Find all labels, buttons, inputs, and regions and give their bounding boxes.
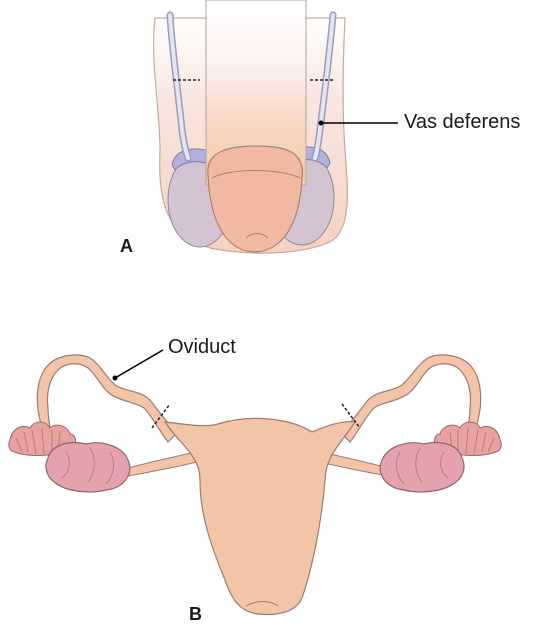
female-anatomy	[9, 355, 501, 615]
vas-deferens-label: Vas deferens	[404, 111, 520, 134]
male-anatomy	[154, 0, 348, 253]
oviduct-leader-dot	[113, 376, 118, 381]
oviduct-leader-line	[115, 350, 163, 378]
right-ovary	[380, 443, 464, 492]
left-ovary	[46, 443, 130, 492]
vas-deferens-leader-dot	[319, 121, 324, 126]
panel-a-label: A	[120, 236, 133, 257]
oviduct-label: Oviduct	[168, 336, 236, 359]
panel-b-label: B	[189, 604, 202, 625]
uterus	[165, 418, 355, 614]
left-ovarian-ligament	[128, 452, 197, 476]
